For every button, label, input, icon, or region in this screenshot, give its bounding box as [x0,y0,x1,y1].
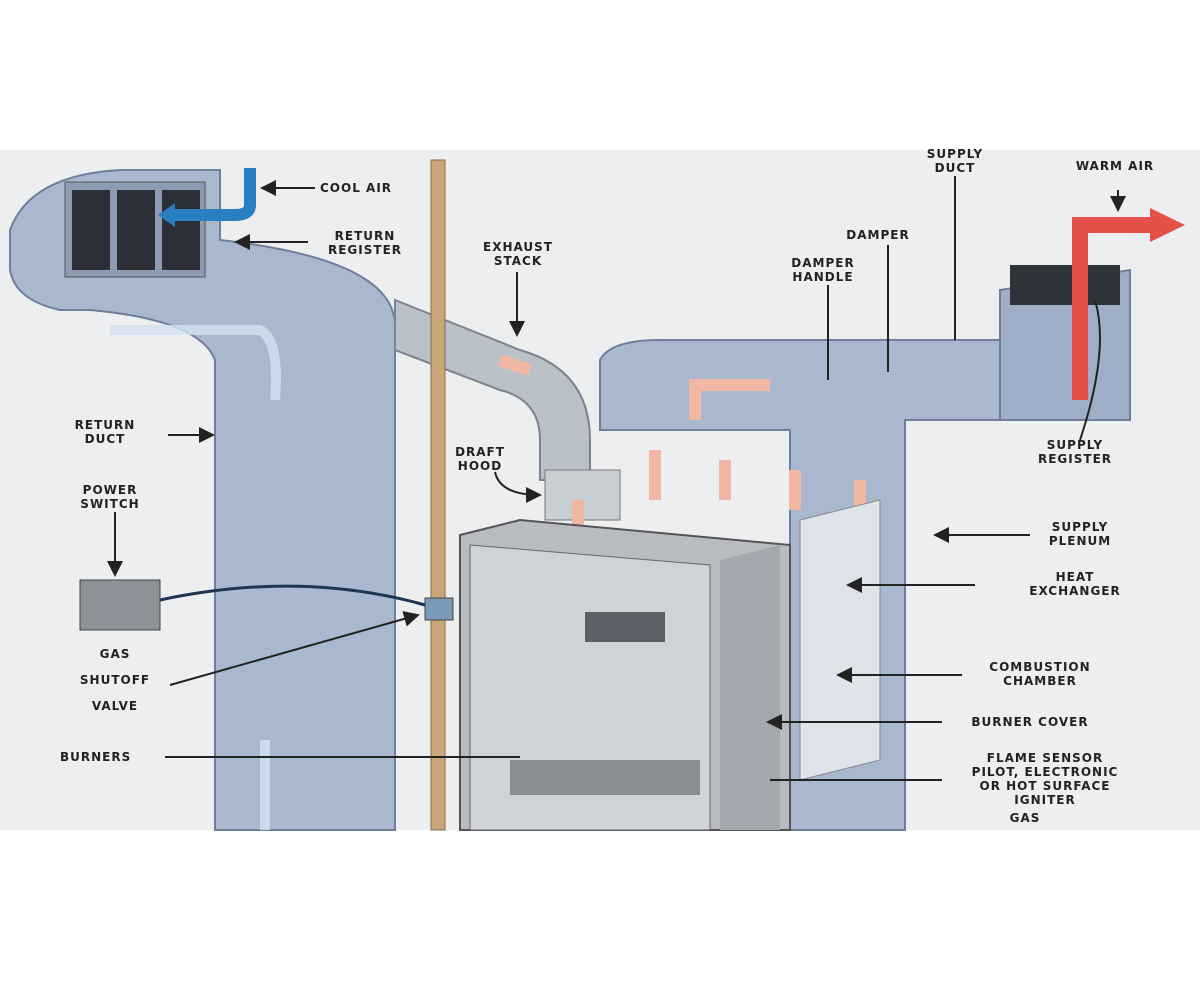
label-return-register: RETURN [335,229,396,243]
warm-air-arrowhead [1150,208,1185,242]
label-burners: BURNERS [60,750,131,764]
return-register [64,181,206,278]
label-warm-air: WARM AIR [1076,159,1154,173]
label-supply-register: REGISTER [1038,452,1112,466]
leader-lines [107,176,1126,781]
label-damper-handle: DAMPER [791,256,854,270]
gas-valve-control [585,612,665,642]
power-cable [159,584,426,607]
label-flame-sensor: OR HOT SURFACE [980,779,1111,793]
label-exhaust-stack: EXHAUST [483,240,553,254]
label-combustion-chamber: CHAMBER [1003,674,1077,688]
label-burner-cover: BURNER COVER [971,715,1088,729]
label-flame-sensor: FLAME SENSOR [987,751,1103,765]
label-draft-hood: HOOD [458,459,502,473]
label-supply-plenum: PLENUM [1049,534,1111,548]
label-return-duct: RETURN [75,418,136,432]
supply-register [1010,265,1120,305]
power-switch [79,579,161,631]
label-damper-handle: HANDLE [792,270,853,284]
label-gas: GAS [1010,811,1041,825]
heat-exchanger [799,499,881,781]
label-heat-exchanger: HEAT [1056,570,1095,584]
gas-pipe [430,159,446,831]
label-cool-air: COOL AIR [320,181,392,195]
label-gas-shutoff-valve: VALVE [92,699,138,713]
label-damper: DAMPER [846,228,909,242]
cool-air-arrowhead [158,203,175,227]
label-supply-duct: DUCT [935,161,976,175]
burners-assembly [510,760,700,795]
label-exhaust-stack: STACK [494,254,542,268]
label-return-register: REGISTER [328,243,402,257]
label-supply-register: SUPPLY [1047,438,1103,452]
label-supply-plenum: SUPPLY [1052,520,1108,534]
label-power-switch: SWITCH [80,497,139,511]
warm-flow-arrows [498,354,866,530]
gas-shutoff-valve [424,597,454,621]
label-combustion-chamber: COMBUSTION [989,660,1090,674]
label-flame-sensor: PILOT, ELECTRONIC [972,765,1119,779]
label-power-switch: POWER [83,483,138,497]
furnace-cabinet [459,499,881,831]
label-return-duct: DUCT [85,432,126,446]
label-heat-exchanger: EXCHANGER [1029,584,1121,598]
label-gas-shutoff-valve: SHUTOFF [80,673,150,687]
label-flame-sensor: IGNITER [1014,793,1075,807]
cool-air-arrow [175,168,256,221]
label-gas-shutoff-valve: GAS [100,647,131,661]
label-draft-hood: DRAFT [455,445,505,459]
label-supply-duct: SUPPLY [927,147,983,161]
warm-air-arrow [1072,217,1150,400]
